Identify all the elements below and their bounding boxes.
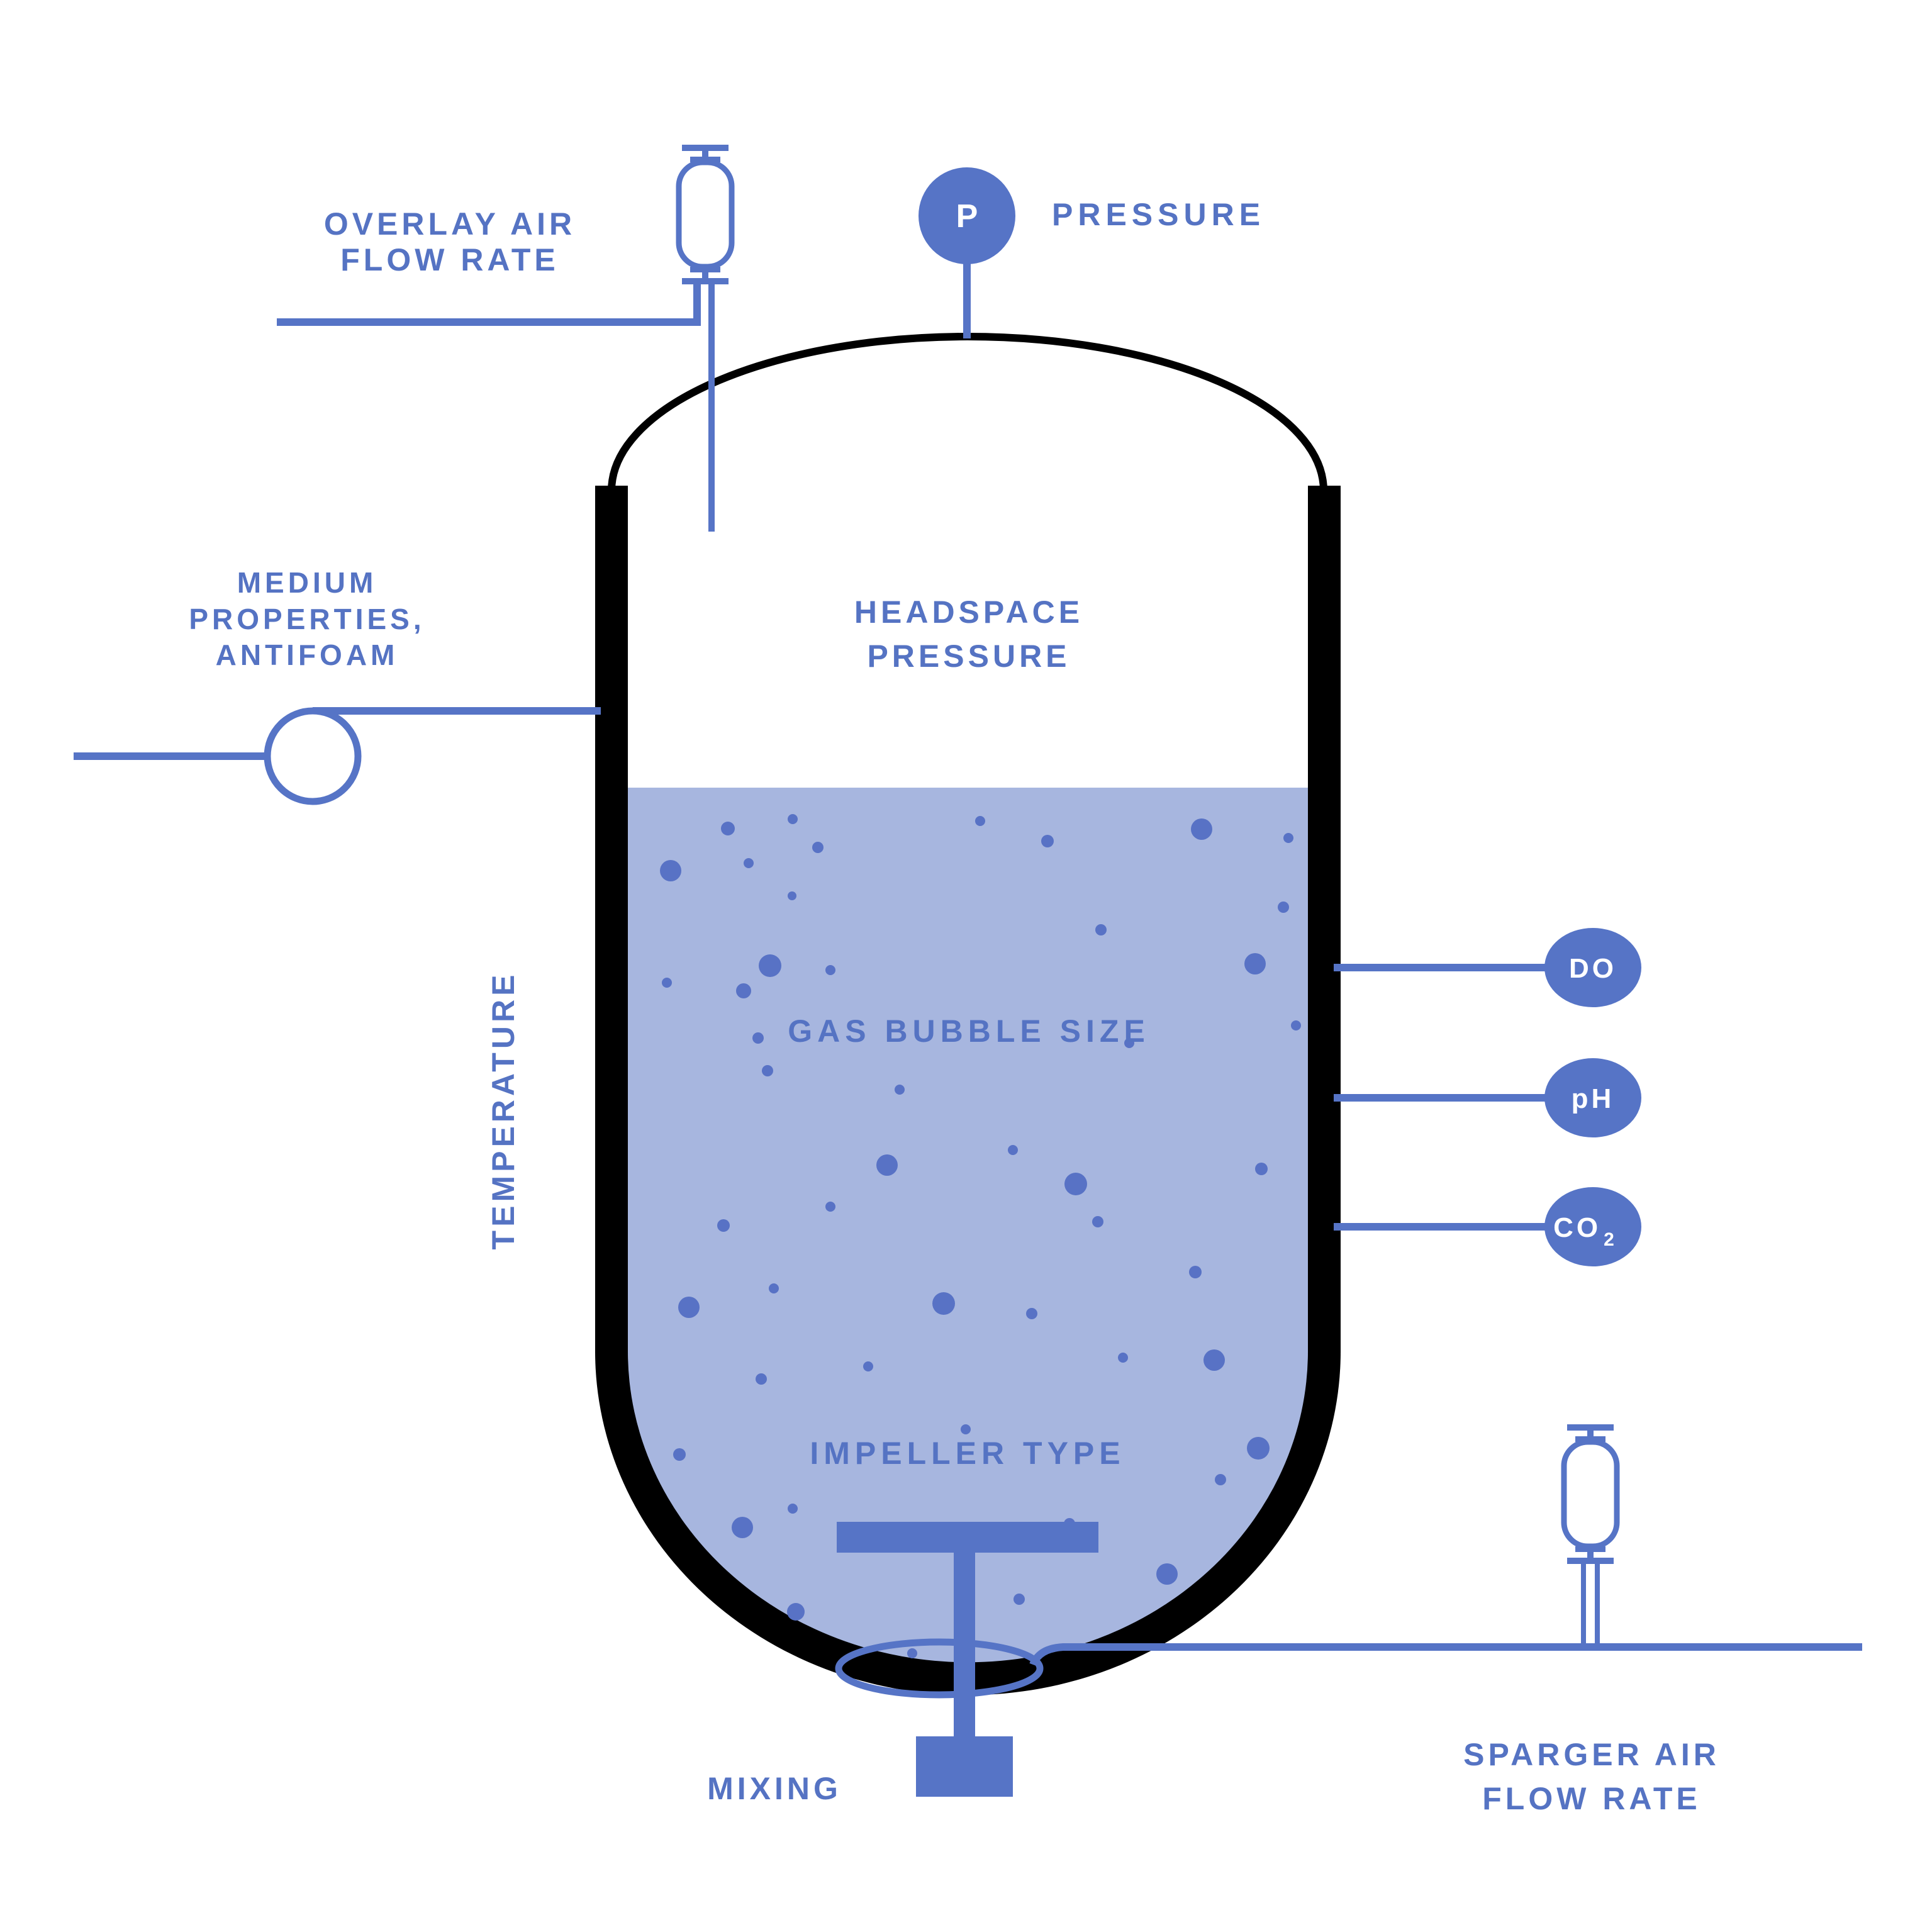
vessel-right-wall (1308, 486, 1341, 1353)
bubble (762, 1065, 773, 1076)
bubble (1156, 1563, 1178, 1585)
bubble (1215, 1474, 1226, 1485)
bubble (1008, 1145, 1018, 1155)
overlay-air-label-line2: FLOW RATE (340, 242, 559, 277)
pressure-gauge-icon (919, 167, 1015, 264)
impeller-assembly (835, 1522, 1862, 1797)
bubble (1244, 953, 1266, 974)
bubble (863, 1361, 873, 1371)
sensor-co2-subscript: 2 (1604, 1229, 1617, 1250)
bubble (825, 1202, 835, 1212)
bubble (1118, 1353, 1128, 1363)
medium-inlet-circle (264, 707, 362, 805)
bubble (1203, 1349, 1225, 1371)
overlay-filter-icon (676, 145, 735, 284)
bubble (876, 1154, 898, 1176)
bubble (752, 1032, 764, 1044)
bubble (1247, 1437, 1270, 1460)
bubble (961, 1424, 971, 1434)
bubble (1041, 835, 1054, 847)
sparger-air-label-line2: FLOW RATE (1482, 1781, 1700, 1816)
impeller-blade (837, 1522, 1098, 1553)
mixing-label: MIXING (707, 1771, 842, 1806)
bubble (1278, 902, 1289, 913)
headspace-label-line2: PRESSURE (867, 639, 1070, 674)
bubble (1013, 1594, 1025, 1605)
bubble (717, 1219, 730, 1232)
bubble (812, 842, 824, 853)
sensor-ph-bulb (1544, 1058, 1641, 1137)
liquid (628, 788, 1308, 1663)
bubble (756, 1373, 767, 1385)
pressure-gauge-stem (963, 261, 971, 338)
overlay-air-label-line1: OVERLAY AIR (324, 206, 576, 242)
bubble (975, 816, 985, 826)
bubble (788, 1504, 798, 1514)
motor-block (916, 1736, 1013, 1797)
medium-label-line1: MEDIUM (237, 566, 377, 599)
bubble (744, 858, 754, 868)
bubble (1283, 833, 1293, 843)
bubble (787, 1603, 805, 1621)
overlay-air-pipe (277, 284, 701, 326)
impeller-type-label: IMPELLER TYPE (810, 1436, 1125, 1471)
medium-label-line2: PROPERTIES, (189, 603, 425, 635)
vessel-dome (608, 333, 1327, 491)
pressure-gauge-letter: P (956, 198, 978, 235)
bubble (673, 1448, 686, 1461)
vessel-left-wall (595, 486, 628, 1353)
medium-label-line3: ANTIFOAM (216, 639, 399, 671)
bubbles (660, 814, 1301, 1658)
bubble (736, 983, 751, 998)
bubble (732, 1517, 753, 1538)
headspace-label-line1: HEADSPACE (854, 595, 1083, 630)
sensor-do-label: DO (1569, 953, 1617, 984)
bubble (662, 978, 672, 988)
bubble (1255, 1163, 1268, 1175)
sparger-filter-icon (1561, 1424, 1620, 1644)
bubble (769, 1283, 779, 1293)
bubble (1095, 924, 1107, 935)
bubble (1092, 1216, 1103, 1227)
bubble (895, 1085, 905, 1095)
impeller-shaft (954, 1522, 975, 1736)
bubble (678, 1297, 700, 1318)
sparger-air-label-line1: SPARGER AIR (1463, 1737, 1720, 1772)
pressure-gauge: P (919, 167, 1015, 338)
bubble (1291, 1020, 1301, 1030)
temperature-label: TEMPERATURE (486, 971, 521, 1250)
bubble (788, 814, 798, 824)
sensor-ph: pH (1334, 1058, 1641, 1137)
bubble (1191, 818, 1212, 840)
sensor-do-bulb (1544, 928, 1641, 1007)
bubble (825, 965, 835, 975)
bubble (1124, 1038, 1134, 1048)
medium-inlet (74, 707, 601, 805)
pressure-label: PRESSURE (1052, 197, 1265, 232)
bubble (1189, 1266, 1202, 1278)
gas-bubble-size-label: GAS BUBBLE SIZE (788, 1013, 1150, 1049)
bubble (932, 1292, 955, 1315)
bubble (907, 1648, 917, 1658)
bubble (1026, 1308, 1037, 1319)
overlay-air-inlet (277, 145, 735, 532)
bubble (721, 822, 735, 835)
sensor-co2-bulb (1544, 1187, 1641, 1266)
sparger-air-inlet (1561, 1424, 1620, 1644)
sensor-ph-label: pH (1572, 1083, 1615, 1114)
sparger-ring (835, 1638, 1044, 1699)
sparger-pipe (1029, 1643, 1862, 1667)
sensor-co2-text: CO (1553, 1212, 1601, 1243)
bubble (1064, 1173, 1087, 1195)
bubble (759, 954, 781, 977)
bubble (660, 860, 681, 881)
bubble (788, 891, 796, 900)
sensor-do: DO (1334, 928, 1641, 1007)
